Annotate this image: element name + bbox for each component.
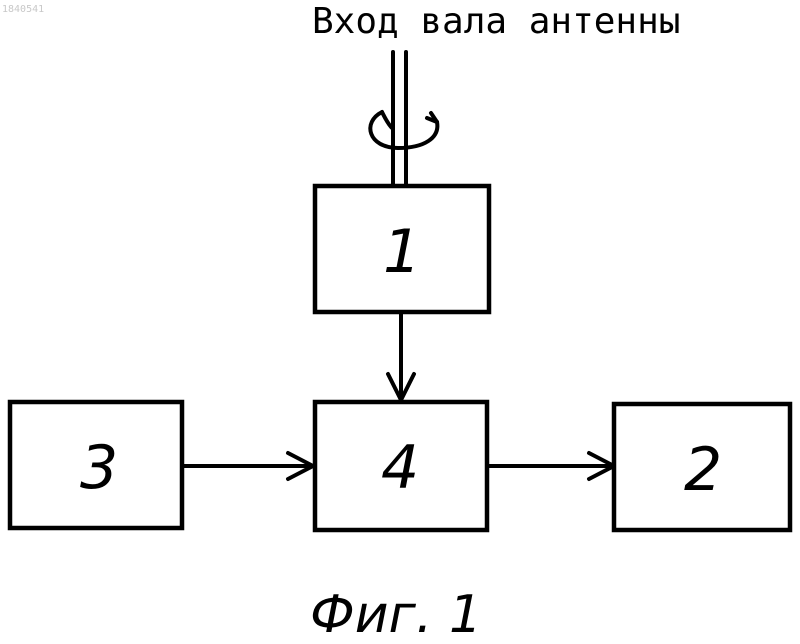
input-shaft-label: Вход вала антенны bbox=[312, 1, 680, 42]
block-2: 2 bbox=[614, 404, 790, 530]
arrow-1-to-4 bbox=[388, 312, 414, 400]
block-3: 3 bbox=[10, 402, 182, 528]
block-4-label: 4 bbox=[381, 433, 419, 503]
block-1: 1 bbox=[315, 186, 489, 312]
block-3-label: 3 bbox=[80, 433, 118, 503]
rotation-tail bbox=[382, 112, 392, 128]
arrow-4-to-2 bbox=[487, 453, 614, 479]
block-2-label: 2 bbox=[684, 435, 722, 505]
rotation-arrow-icon bbox=[370, 112, 437, 148]
block-4: 4 bbox=[315, 402, 487, 530]
arrow-3-to-4 bbox=[182, 453, 313, 479]
rotation-arrowhead bbox=[427, 113, 437, 122]
antenna-shaft bbox=[393, 52, 406, 186]
figure-caption: Фиг. 1 bbox=[310, 585, 482, 644]
document-id: 1840541 bbox=[2, 4, 44, 15]
block-1-label: 1 bbox=[383, 217, 421, 287]
